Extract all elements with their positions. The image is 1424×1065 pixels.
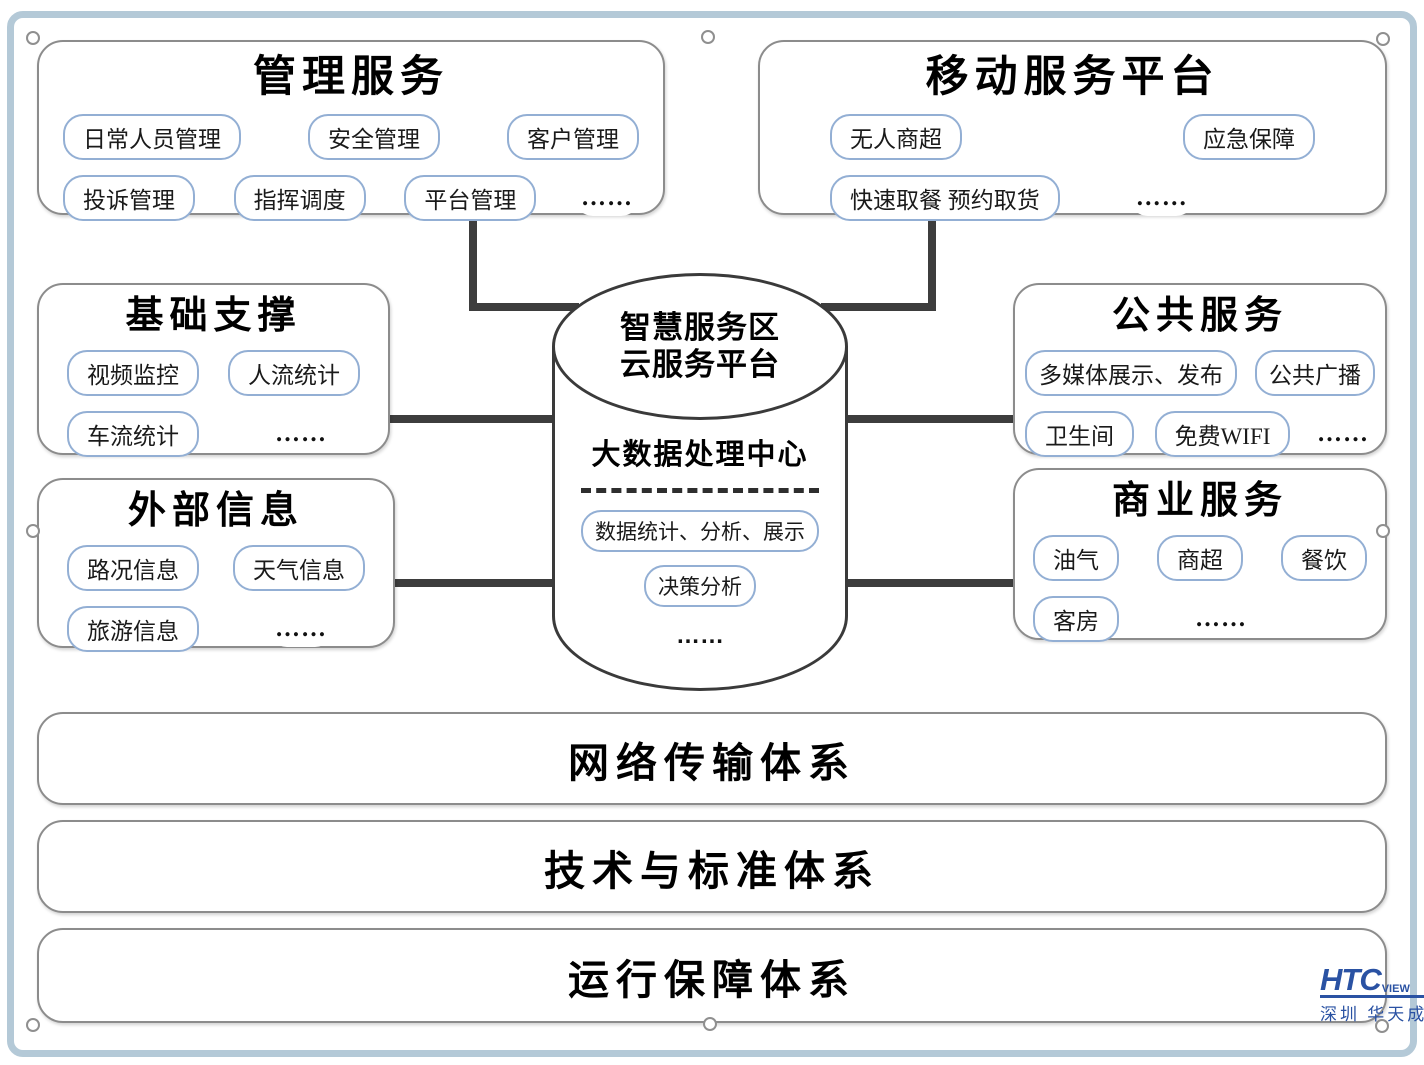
cloud-platform-cylinder: 大数据处理中心 数据统计、分析、展示 决策分析 …… 智慧服务区 云服务平台: [552, 273, 848, 691]
pill-row: 日常人员管理 安全管理 客户管理: [63, 114, 639, 161]
pill-decision-analysis: 决策分析: [644, 565, 756, 607]
box-business-services: 商业服务 油气 商超 餐饮 客房 ……: [1013, 468, 1387, 643]
connector-basic-to-cylinder: [388, 415, 558, 423]
logo-tagline: 深圳 华天成: [1320, 1005, 1424, 1024]
pill-platform-mgmt: 平台管理: [404, 175, 537, 222]
bar-label: 运行保障体系: [568, 956, 856, 1003]
pill-catering: 餐饮: [1281, 535, 1367, 582]
connector-cylinder-to-public: [844, 415, 1017, 423]
pill-rows: 视频监控 人流统计 车流统计 ……: [39, 350, 388, 458]
bar-label: 技术与标准体系: [544, 847, 880, 894]
big-data-center-title: 大数据处理中心: [591, 439, 809, 471]
ellipsis-dots: ……: [1189, 601, 1253, 638]
pill-dispatch: 指挥调度: [233, 175, 366, 222]
selection-handle-middle-left[interactable]: [26, 524, 40, 538]
pill-public-broadcast: 公共广播: [1255, 350, 1375, 397]
pill-video-surveillance: 视频监控: [67, 350, 199, 397]
pill-rows: 日常人员管理 安全管理 客户管理 投诉管理 指挥调度 平台管理 ……: [39, 114, 663, 222]
pill-row: 视频监控 人流统计: [67, 350, 360, 397]
pill-rows: 油气 商超 餐饮 客房 ……: [1015, 535, 1385, 643]
outer-frame-border: [7, 11, 1417, 1057]
logo-wordmark: HTC view: [1320, 964, 1424, 998]
pill-multimedia-display: 多媒体展示、发布: [1025, 350, 1237, 397]
cylinder-title-line1: 智慧服务区: [620, 309, 780, 345]
connector-mobile-horizontal: [821, 303, 936, 311]
pill-people-counting: 人流统计: [228, 350, 360, 397]
selection-handle-top-middle[interactable]: [701, 30, 715, 44]
box-basic-support: 基础支撑 视频监控 人流统计 车流统计 ……: [37, 283, 390, 458]
pill-daily-personnel: 日常人员管理: [63, 114, 241, 161]
pill-customer-mgmt: 客户管理: [507, 114, 639, 161]
selection-handle-top-left[interactable]: [26, 31, 40, 45]
bar-label: 网络传输体系: [568, 739, 856, 786]
pill-road-info: 路况信息: [67, 545, 199, 592]
connector-mobile-vertical: [928, 207, 936, 311]
selection-handle-top-right[interactable]: [1376, 32, 1390, 46]
pill-supermarket: 商超: [1157, 535, 1243, 582]
ellipsis-dots: ……: [269, 611, 333, 648]
box-title-public: 公共服务: [1111, 295, 1288, 337]
box-title-external: 外部信息: [127, 490, 304, 532]
box-title-mobile: 移动服务平台: [925, 53, 1220, 101]
pill-security-mgmt: 安全管理: [308, 114, 440, 161]
bar-tech-standards: 技术与标准体系: [37, 820, 1387, 913]
box-title-management: 管理服务: [253, 53, 449, 101]
box-public-services: 公共服务 多媒体展示、发布 公共广播 卫生间 免费WIFI ……: [1013, 283, 1387, 458]
box-mobile-platform: 移动服务平台 无人商超 应急保障 快速取餐 预约取货 ……: [758, 40, 1387, 222]
bar-network-transmission: 网络传输体系: [37, 712, 1387, 805]
pill-free-wifi: 免费WIFI: [1154, 411, 1291, 458]
pill-oil-gas: 油气: [1033, 535, 1119, 582]
ellipsis-dots: ……: [676, 622, 724, 649]
connector-external-to-cylinder: [393, 579, 558, 587]
pill-row: 无人商超 应急保障: [830, 114, 1315, 161]
ellipsis-dots: ……: [269, 416, 333, 453]
pill-row: 油气 商超 餐饮: [1033, 535, 1367, 582]
box-management-services: 管理服务 日常人员管理 安全管理 客户管理 投诉管理 指挥调度 平台管理 ……: [37, 40, 665, 222]
selection-handle-bottom-middle[interactable]: [703, 1017, 717, 1031]
cylinder-top-ellipse: 智慧服务区 云服务平台: [552, 273, 848, 420]
ellipsis-dots: ……: [1310, 416, 1375, 453]
selection-handle-middle-right[interactable]: [1376, 524, 1390, 538]
pill-complaint-mgmt: 投诉管理: [63, 175, 195, 222]
pill-rows: 路况信息 天气信息 旅游信息 ……: [39, 545, 393, 653]
connector-management-vertical: [469, 207, 477, 311]
pill-row: 多媒体展示、发布 公共广播: [1025, 350, 1375, 397]
pill-emergency-support: 应急保障: [1183, 114, 1315, 161]
logo-view-text: view: [1381, 979, 1410, 996]
selection-handle-bottom-left[interactable]: [26, 1018, 40, 1032]
selection-handle-bottom-right[interactable]: [1375, 1019, 1389, 1033]
dashed-divider: [581, 488, 819, 493]
pill-row: 车流统计 ……: [67, 411, 360, 458]
connector-management-horizontal: [469, 303, 579, 311]
pill-guest-rooms: 客房: [1033, 596, 1119, 643]
box-title-business: 商业服务: [1111, 480, 1288, 522]
pill-tourism-info: 旅游信息: [67, 606, 199, 653]
box-external-info: 外部信息 路况信息 天气信息 旅游信息 ……: [37, 478, 395, 653]
cylinder-title-line2: 云服务平台: [620, 346, 780, 382]
pill-row: 快速取餐 预约取货 ……: [830, 175, 1315, 222]
pill-restroom: 卫生间: [1025, 411, 1134, 458]
htcview-logo: HTC view 深圳 华天成: [1320, 964, 1424, 1025]
pill-row: 客房 ……: [1033, 596, 1367, 643]
pill-weather-info: 天气信息: [233, 545, 365, 592]
box-title-basic: 基础支撑: [125, 295, 302, 337]
pill-row: 旅游信息 ……: [67, 606, 365, 653]
pill-rows: 无人商超 应急保障 快速取餐 预约取货 ……: [760, 114, 1385, 222]
pill-row: 投诉管理 指挥调度 平台管理 ……: [63, 175, 639, 222]
bar-operation-support: 运行保障体系: [37, 928, 1387, 1023]
pill-unmanned-store: 无人商超: [830, 114, 962, 161]
pill-data-statistics: 数据统计、分析、展示: [581, 510, 819, 552]
pill-row: 路况信息 天气信息: [67, 545, 365, 592]
pill-quick-pickup: 快速取餐 预约取货: [830, 175, 1060, 222]
ellipsis-dots: ……: [1129, 180, 1194, 217]
ellipsis-dots: ……: [574, 180, 639, 217]
pill-row: 卫生间 免费WIFI ……: [1025, 411, 1375, 458]
pill-rows: 多媒体展示、发布 公共广播 卫生间 免费WIFI ……: [1015, 350, 1385, 458]
logo-htc-text: HTC: [1320, 962, 1382, 997]
connector-cylinder-to-business: [844, 579, 1017, 587]
pill-traffic-counting: 车流统计: [67, 411, 199, 458]
